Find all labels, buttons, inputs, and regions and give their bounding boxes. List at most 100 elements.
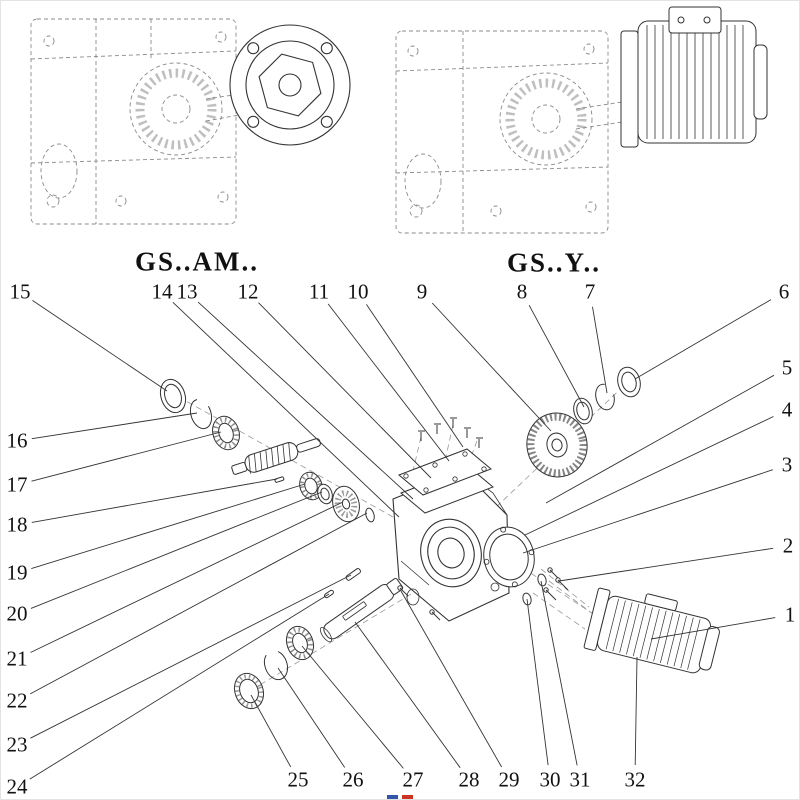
leader-line-31	[540, 580, 578, 766]
cover-screws	[418, 417, 483, 448]
leader-line-29	[400, 590, 502, 768]
motor-y	[620, 6, 768, 148]
leader-line-28	[354, 621, 461, 769]
bearing-input-front	[212, 415, 240, 451]
leader-line-12	[258, 302, 432, 479]
bearing-input-rear	[299, 471, 323, 501]
leader-line-1	[650, 617, 776, 640]
gearbox-ghost-am	[30, 18, 262, 225]
leader-line-21	[30, 501, 344, 653]
leader-line-14	[172, 301, 400, 518]
callout-number-2: 2	[782, 533, 794, 558]
leader-line-6	[634, 299, 772, 380]
footer-mark	[387, 795, 413, 799]
shim-disc	[332, 485, 360, 523]
callout-number-30: 30	[539, 767, 561, 792]
leader-line-13	[197, 301, 414, 500]
callout-number-22: 22	[6, 688, 28, 713]
oil-seal	[159, 378, 187, 414]
callout-number-3: 3	[781, 452, 793, 477]
leader-line-2	[558, 547, 774, 582]
callout-number-21: 21	[6, 646, 28, 671]
callout-number-1: 1	[784, 602, 796, 627]
leader-line-20	[30, 491, 323, 609]
callout-number-29: 29	[498, 767, 520, 792]
housing-cover-parts	[398, 417, 494, 514]
leader-line-10	[366, 304, 464, 448]
washer	[317, 483, 333, 505]
output-oil-seal	[233, 672, 265, 710]
callout-number-15: 15	[9, 279, 31, 304]
small-washer	[365, 507, 375, 523]
callout-number-7: 7	[584, 279, 596, 304]
leader-line-7	[592, 306, 608, 394]
leader-line-26	[277, 667, 346, 768]
callout-number-16: 16	[6, 428, 28, 453]
cover-plate	[398, 448, 492, 496]
leader-line-17	[31, 431, 222, 482]
motor-side-parts	[483, 526, 720, 674]
leader-line-25	[250, 694, 292, 768]
input-shaft-parts	[159, 378, 375, 523]
motor-washer-a	[537, 573, 547, 587]
leader-line-30	[526, 598, 549, 766]
callout-number-18: 18	[6, 512, 28, 537]
output-bearing	[285, 625, 315, 661]
callout-number-5: 5	[781, 355, 793, 380]
leader-line-9	[431, 302, 552, 432]
callout-number-31: 31	[569, 767, 591, 792]
callout-number-12: 12	[237, 279, 259, 304]
leader-line-4	[524, 416, 774, 536]
flange-am	[229, 24, 351, 146]
callout-number-19: 19	[6, 560, 28, 585]
callout-number-28: 28	[458, 767, 480, 792]
worm-shaft	[231, 438, 321, 475]
callout-number-11: 11	[308, 279, 330, 304]
leader-line-32	[634, 656, 638, 766]
end-cover-ring	[617, 366, 641, 398]
leader-line-27	[301, 645, 404, 769]
shaft-key	[345, 568, 361, 581]
callout-number-14: 14	[151, 279, 173, 304]
callout-number-9: 9	[416, 279, 428, 304]
dowel-pin	[274, 476, 285, 483]
leader-lines	[29, 299, 776, 780]
motor-bolts	[543, 567, 569, 601]
leader-line-16	[31, 412, 198, 440]
leader-line-11	[327, 303, 450, 462]
output-shaft	[319, 577, 404, 643]
housing-screws	[397, 585, 441, 621]
variant-label-gsam: GS..AM..	[135, 246, 259, 277]
leader-line-18	[31, 478, 278, 523]
leader-line-24	[29, 593, 330, 780]
callout-number-8: 8	[516, 279, 528, 304]
callout-number-23: 23	[6, 732, 28, 757]
gear-snap-ring	[595, 383, 615, 411]
leader-line-22	[29, 512, 368, 695]
leader-line-3	[522, 469, 773, 554]
leader-line-8	[528, 304, 585, 408]
leader-line-19	[31, 483, 306, 570]
worm-wheel-gear	[526, 412, 588, 478]
callout-number-4: 4	[781, 397, 793, 422]
exploded-motor	[583, 587, 720, 674]
callout-number-32: 32	[624, 767, 646, 792]
callout-number-10: 10	[347, 279, 369, 304]
callout-number-24: 24	[6, 774, 28, 799]
snap-ring	[189, 398, 213, 430]
callout-number-26: 26	[342, 767, 364, 792]
callout-number-6: 6	[778, 279, 790, 304]
callout-number-13: 13	[176, 279, 198, 304]
gearbox-ghost-y	[395, 30, 630, 234]
worm-wheel-parts	[526, 366, 641, 478]
callout-number-25: 25	[287, 767, 309, 792]
leader-line-15	[32, 300, 168, 392]
output-shaft-parts	[233, 568, 441, 710]
callout-number-17: 17	[6, 472, 28, 497]
leader-line-23	[30, 574, 352, 739]
callout-number-20: 20	[6, 601, 28, 626]
callout-number-27: 27	[402, 767, 424, 792]
output-snap-ring	[263, 649, 289, 681]
